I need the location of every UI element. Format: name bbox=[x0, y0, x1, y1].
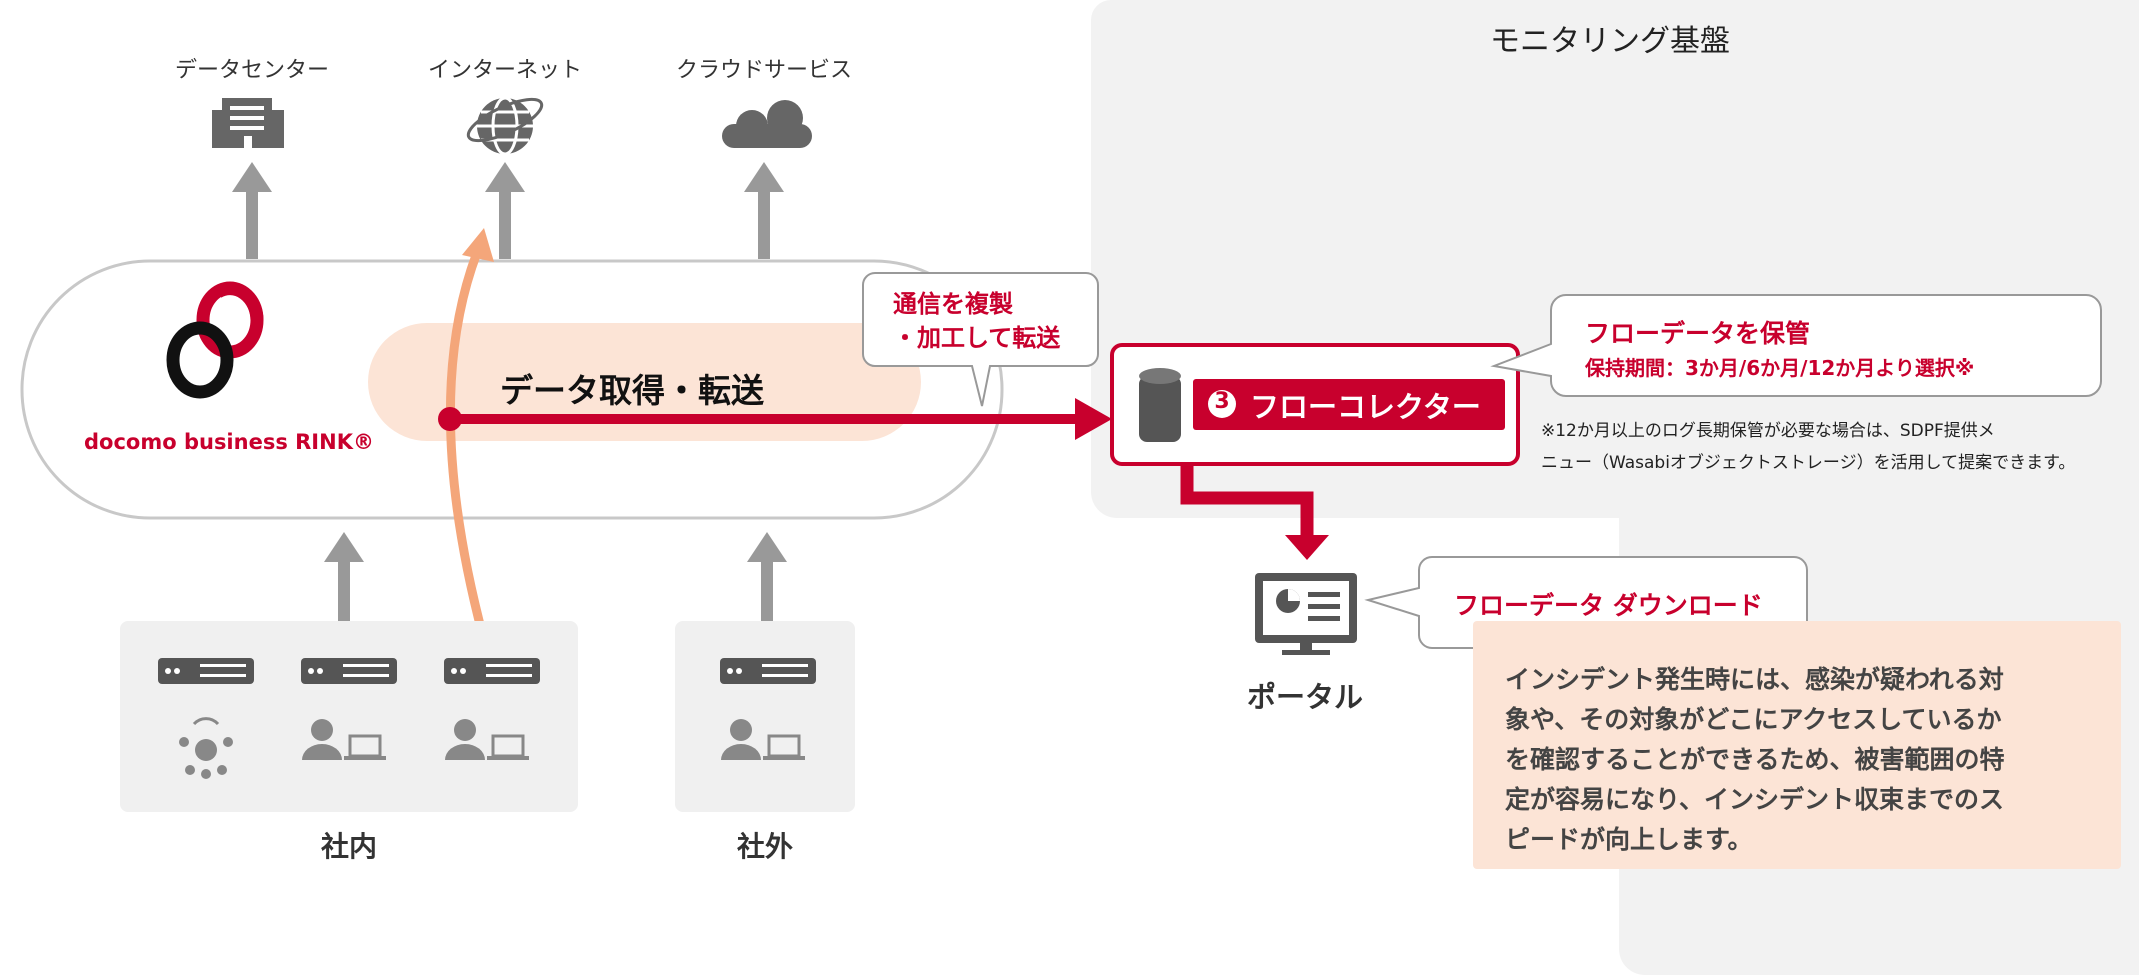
storage-callout-bubble bbox=[1490, 294, 2102, 397]
brand-name: docomo business RINK® bbox=[84, 430, 374, 454]
storage-note-line2: ニュー（Wasabiオブジェクトストレージ）を活用して提案できます。 bbox=[1541, 453, 2076, 473]
step-number-badge bbox=[1208, 390, 1236, 418]
portal-label: ポータル bbox=[1246, 680, 1363, 714]
internal-label: 社内 bbox=[320, 830, 377, 863]
internal-group bbox=[120, 621, 578, 812]
globe-icon bbox=[466, 96, 544, 156]
copy-callout-line1: 通信を複製 bbox=[893, 290, 1013, 318]
benefit-line: を確認することができるため、被害範囲の特 bbox=[1505, 745, 2005, 774]
download-arrow bbox=[1180, 464, 1314, 540]
benefit-text: インシデント発生時には、感染が疑われる対 象や、その対象がどこにアクセスしている… bbox=[1505, 660, 2005, 860]
portal-monitor-icon bbox=[1255, 573, 1357, 655]
flow-band bbox=[368, 323, 921, 441]
storage-title: フローデータを保管 bbox=[1585, 319, 1811, 348]
copy-callout-line2: ・加工して転送 bbox=[893, 324, 1061, 352]
storage-note-line1: ※12か月以上のログ長期保管が必要な場合は、SDPF提供メ bbox=[1541, 421, 1995, 441]
external-group bbox=[675, 621, 855, 812]
collector-number: 3 bbox=[1214, 389, 1230, 414]
rink-logo bbox=[166, 281, 264, 399]
collector-label: フローコレクター bbox=[1250, 390, 1481, 424]
destination-datacenter: データセンター bbox=[174, 58, 329, 83]
server-icons bbox=[158, 658, 816, 684]
database-icon bbox=[1139, 368, 1181, 442]
storage-detail: 保持期間：3か月/6か月/12か月より選択※ bbox=[1585, 356, 1975, 380]
external-label: 社外 bbox=[736, 830, 793, 863]
benefit-box bbox=[1473, 621, 2121, 869]
cloud-icon bbox=[722, 100, 812, 148]
benefit-line: ピードが向上します。 bbox=[1505, 825, 1753, 854]
destination-cloud: クラウドサービス bbox=[675, 58, 852, 83]
user-laptop-icons bbox=[302, 717, 807, 762]
platform-title: モニタリング基盤 bbox=[1490, 24, 1730, 59]
download-label: フローデータ ダウンロード bbox=[1454, 591, 1763, 620]
flow-label: データ取得・転送 bbox=[500, 371, 764, 410]
benefit-line: 象や、その対象がどこにアクセスしているか bbox=[1505, 705, 2002, 734]
flow-arrow bbox=[450, 414, 1080, 424]
uplink-arrows bbox=[232, 162, 787, 622]
iot-icon bbox=[179, 717, 233, 779]
copy-callout-bubble bbox=[862, 272, 1099, 407]
destination-internet: インターネット bbox=[427, 58, 582, 83]
benefit-line: インシデント発生時には、感染が疑われる対 bbox=[1505, 665, 2004, 694]
benefit-line: 定が容易になり、インシデント収束までのス bbox=[1505, 785, 2005, 814]
building-icon bbox=[212, 98, 284, 148]
